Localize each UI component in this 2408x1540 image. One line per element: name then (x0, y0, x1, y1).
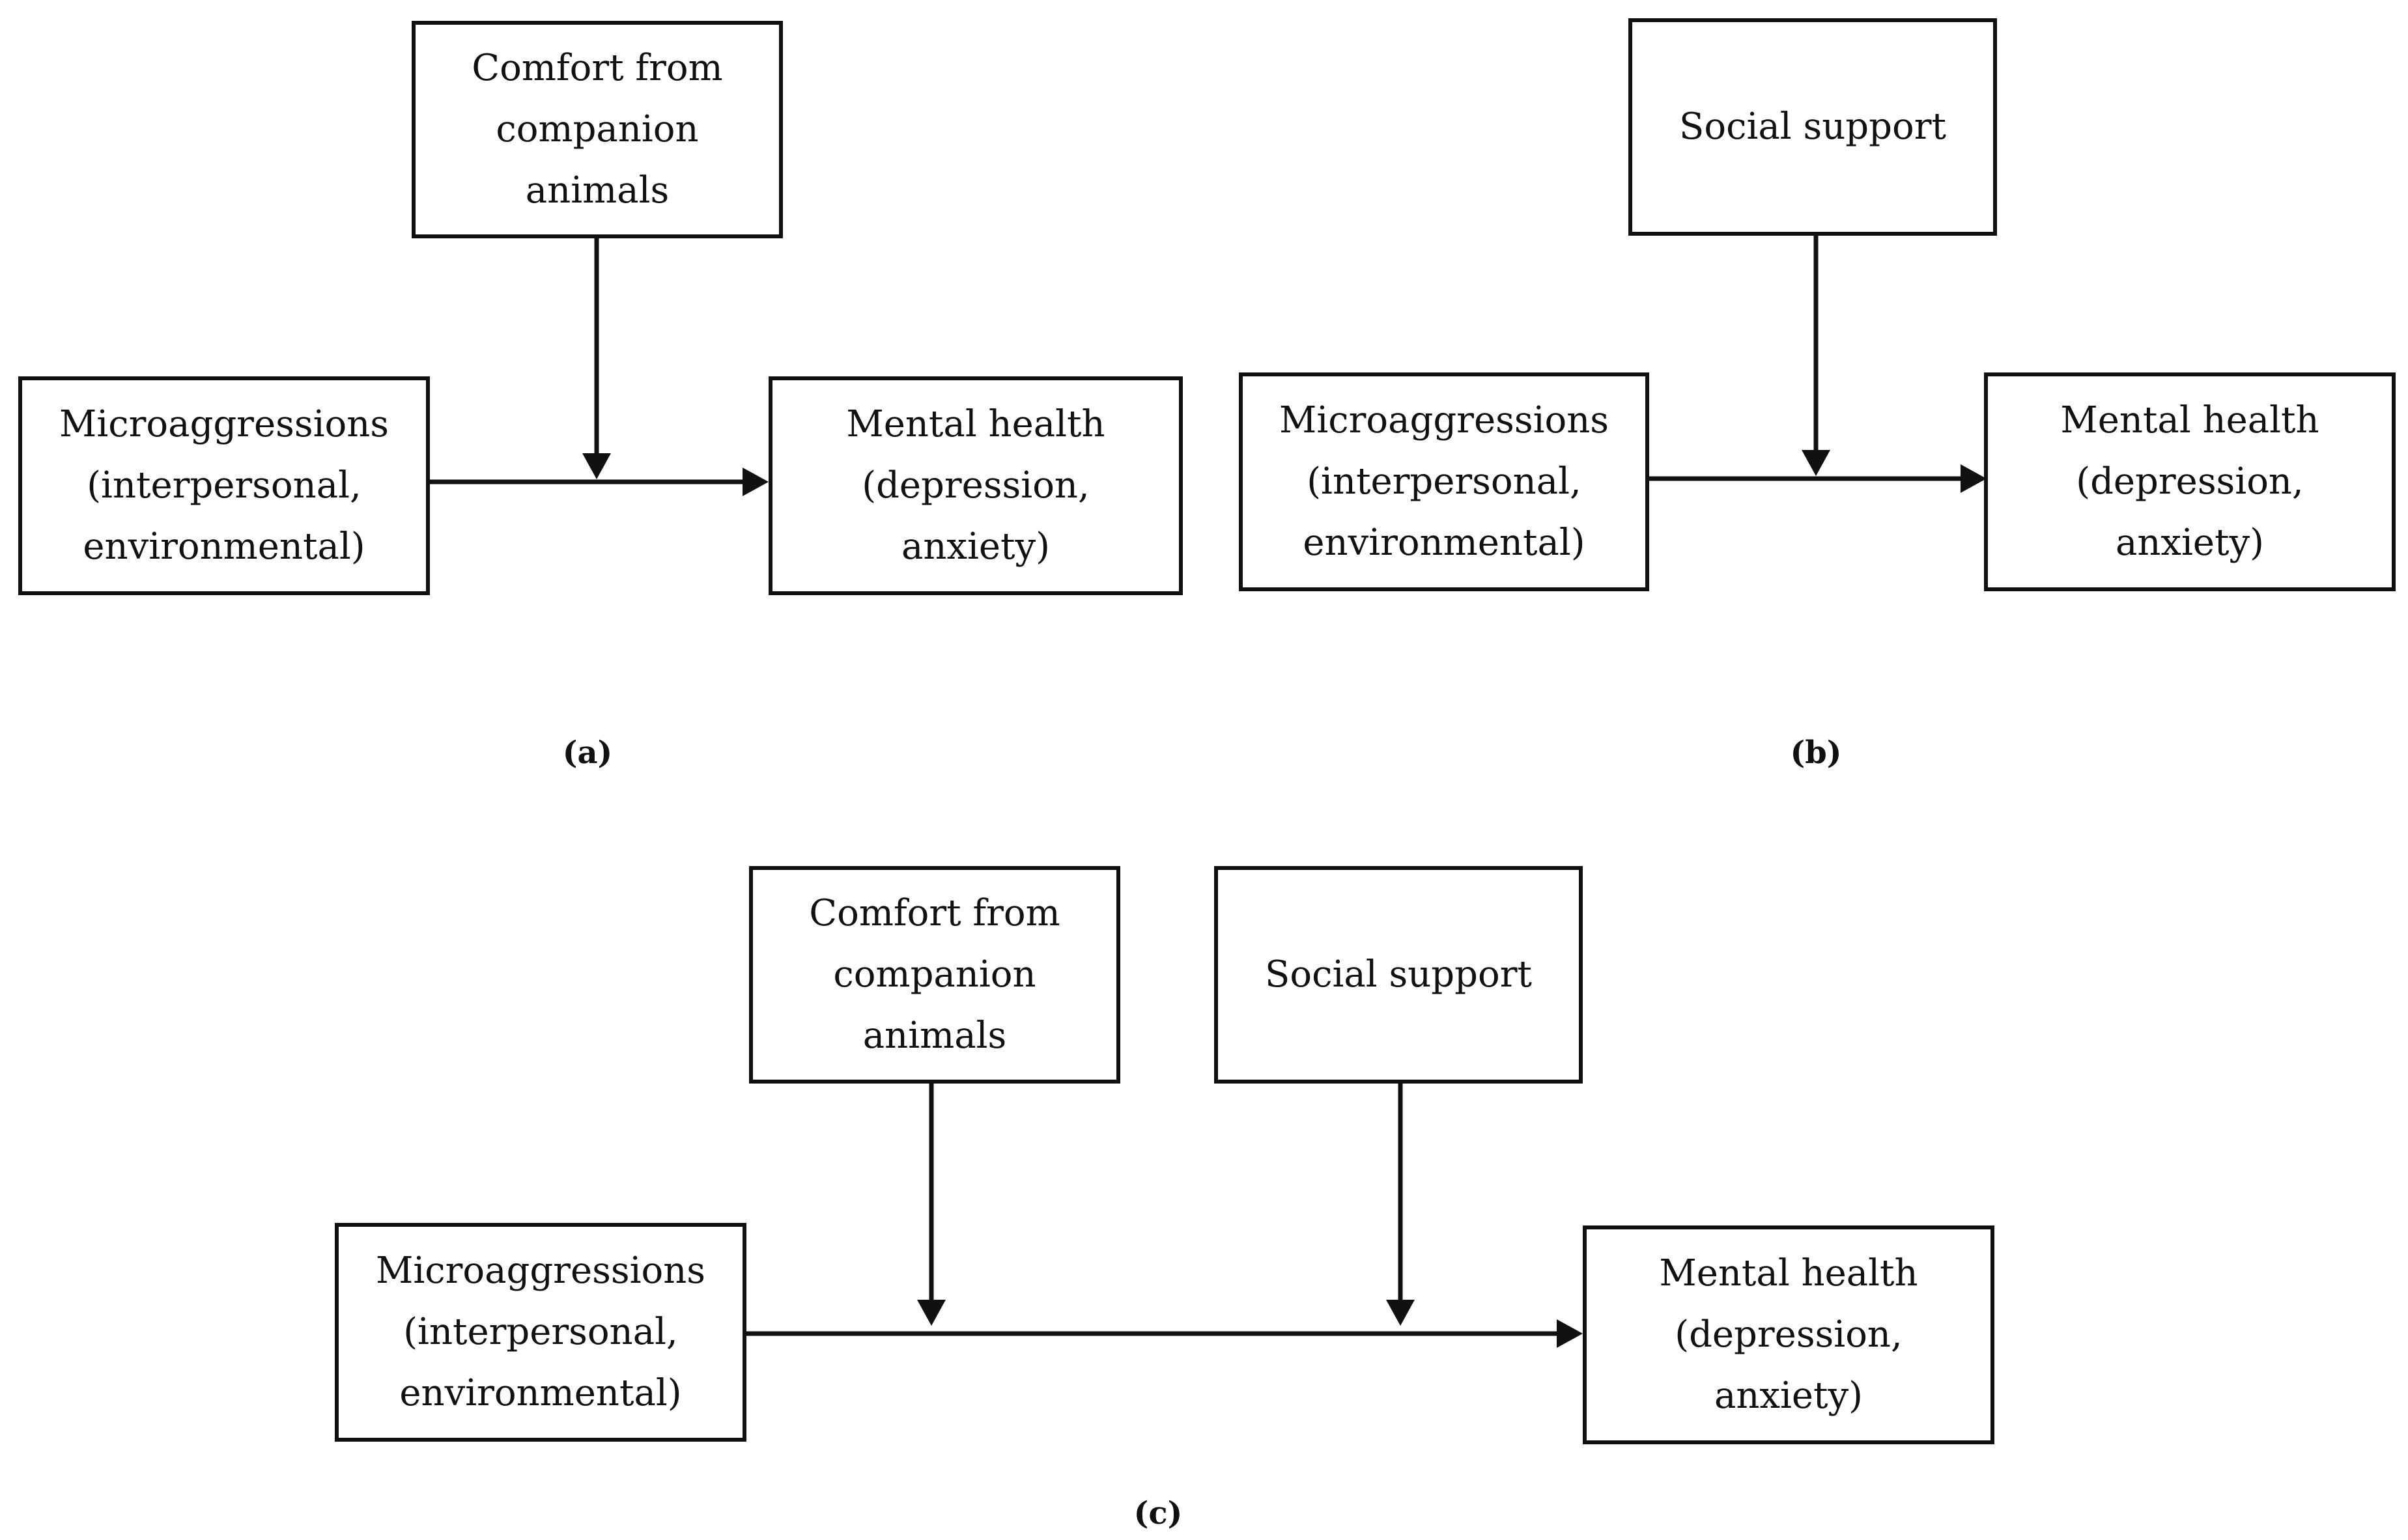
panel-a-main-arrowhead (743, 468, 769, 496)
panel-c-moderator-2-line-1: Social support (1265, 953, 1532, 996)
panel-b-moderator-box: Social support (1628, 18, 1997, 236)
panel-c-moderator-1-line-1: Comfort from (809, 892, 1060, 934)
panel-a-predictor-line-1: Microaggressions (59, 403, 389, 445)
panel-b-predictor-line-1: Microaggressions (1279, 399, 1609, 441)
panel-b-moderator-line-1: Social support (1679, 105, 1946, 148)
panel-a-predictor-line-3: environmental) (83, 525, 365, 568)
panel-b-outcome-line-2: (depression, (2076, 460, 2304, 503)
panel-a-moderator-box: Comfort from companion animals (412, 21, 783, 238)
panel-a-moderation-arrowhead (582, 453, 611, 479)
panel-c-outcome-line-1: Mental health (1659, 1252, 1918, 1295)
panel-b-predictor-box: Microaggressions (interpersonal, environ… (1239, 372, 1649, 591)
panel-b-caption: (b) (1790, 735, 1842, 771)
panel-a-caption: (a) (562, 735, 613, 771)
panel-b-predictor-line-3: environmental) (1303, 522, 1585, 564)
panel-c-moderator-box-1: Comfort from companion animals (749, 866, 1120, 1084)
panel-a-predictor-box: Microaggressions (interpersonal, environ… (18, 376, 430, 595)
panel-a-predictor-line-2: (interpersonal, (87, 464, 361, 507)
panel-c-predictor-box: Microaggressions (interpersonal, environ… (335, 1223, 746, 1442)
panel-c-caption: (c) (1133, 1495, 1183, 1532)
panel-c-moderator-box-2: Social support (1214, 866, 1583, 1084)
panel-b-outcome-box: Mental health (depression, anxiety) (1984, 372, 2396, 591)
panel-c-moderation-arrowhead-2 (1386, 1300, 1415, 1326)
panel-c-outcome-box: Mental health (depression, anxiety) (1583, 1225, 1994, 1444)
panel-c-moderator-1-line-3: animals (862, 1015, 1007, 1057)
panel-c-main-arrowhead (1557, 1319, 1583, 1348)
panel-a-moderator-line-2: companion (496, 108, 699, 150)
panel-b-predictor-line-2: (interpersonal, (1307, 460, 1581, 503)
panel-b-outcome-line-3: anxiety) (2115, 522, 2265, 564)
panel-c-predictor-line-2: (interpersonal, (403, 1311, 678, 1353)
panel-b-moderation-arrowhead (1802, 450, 1830, 476)
panel-a-moderator-line-3: animals (525, 169, 670, 212)
panel-b-outcome-line-1: Mental health (2060, 399, 2319, 441)
panel-a-moderator-line-1: Comfort from (472, 47, 723, 89)
panel-c-arrows (746, 1083, 1583, 1348)
panel-c-moderator-1-line-2: companion (833, 953, 1036, 996)
panel-c-predictor-line-1: Microaggressions (376, 1250, 705, 1292)
panel-c-outcome-line-3: anxiety) (1714, 1375, 1863, 1417)
panel-c-predictor-line-3: environmental) (399, 1372, 682, 1414)
panel-a-outcome-line-1: Mental health (846, 403, 1105, 445)
panel-b-arrows (1648, 236, 1987, 493)
panel-a-outcome-line-2: (depression, (862, 464, 1090, 507)
panel-c-moderation-arrowhead-1 (917, 1300, 946, 1326)
panel-b-main-arrowhead (1961, 464, 1987, 493)
panel-a-outcome-line-3: anxiety) (901, 525, 1051, 568)
panel-a-outcome-box: Mental health (depression, anxiety) (769, 376, 1183, 595)
panel-a-arrows (430, 238, 769, 496)
panel-c-outcome-line-2: (depression, (1675, 1313, 1903, 1356)
